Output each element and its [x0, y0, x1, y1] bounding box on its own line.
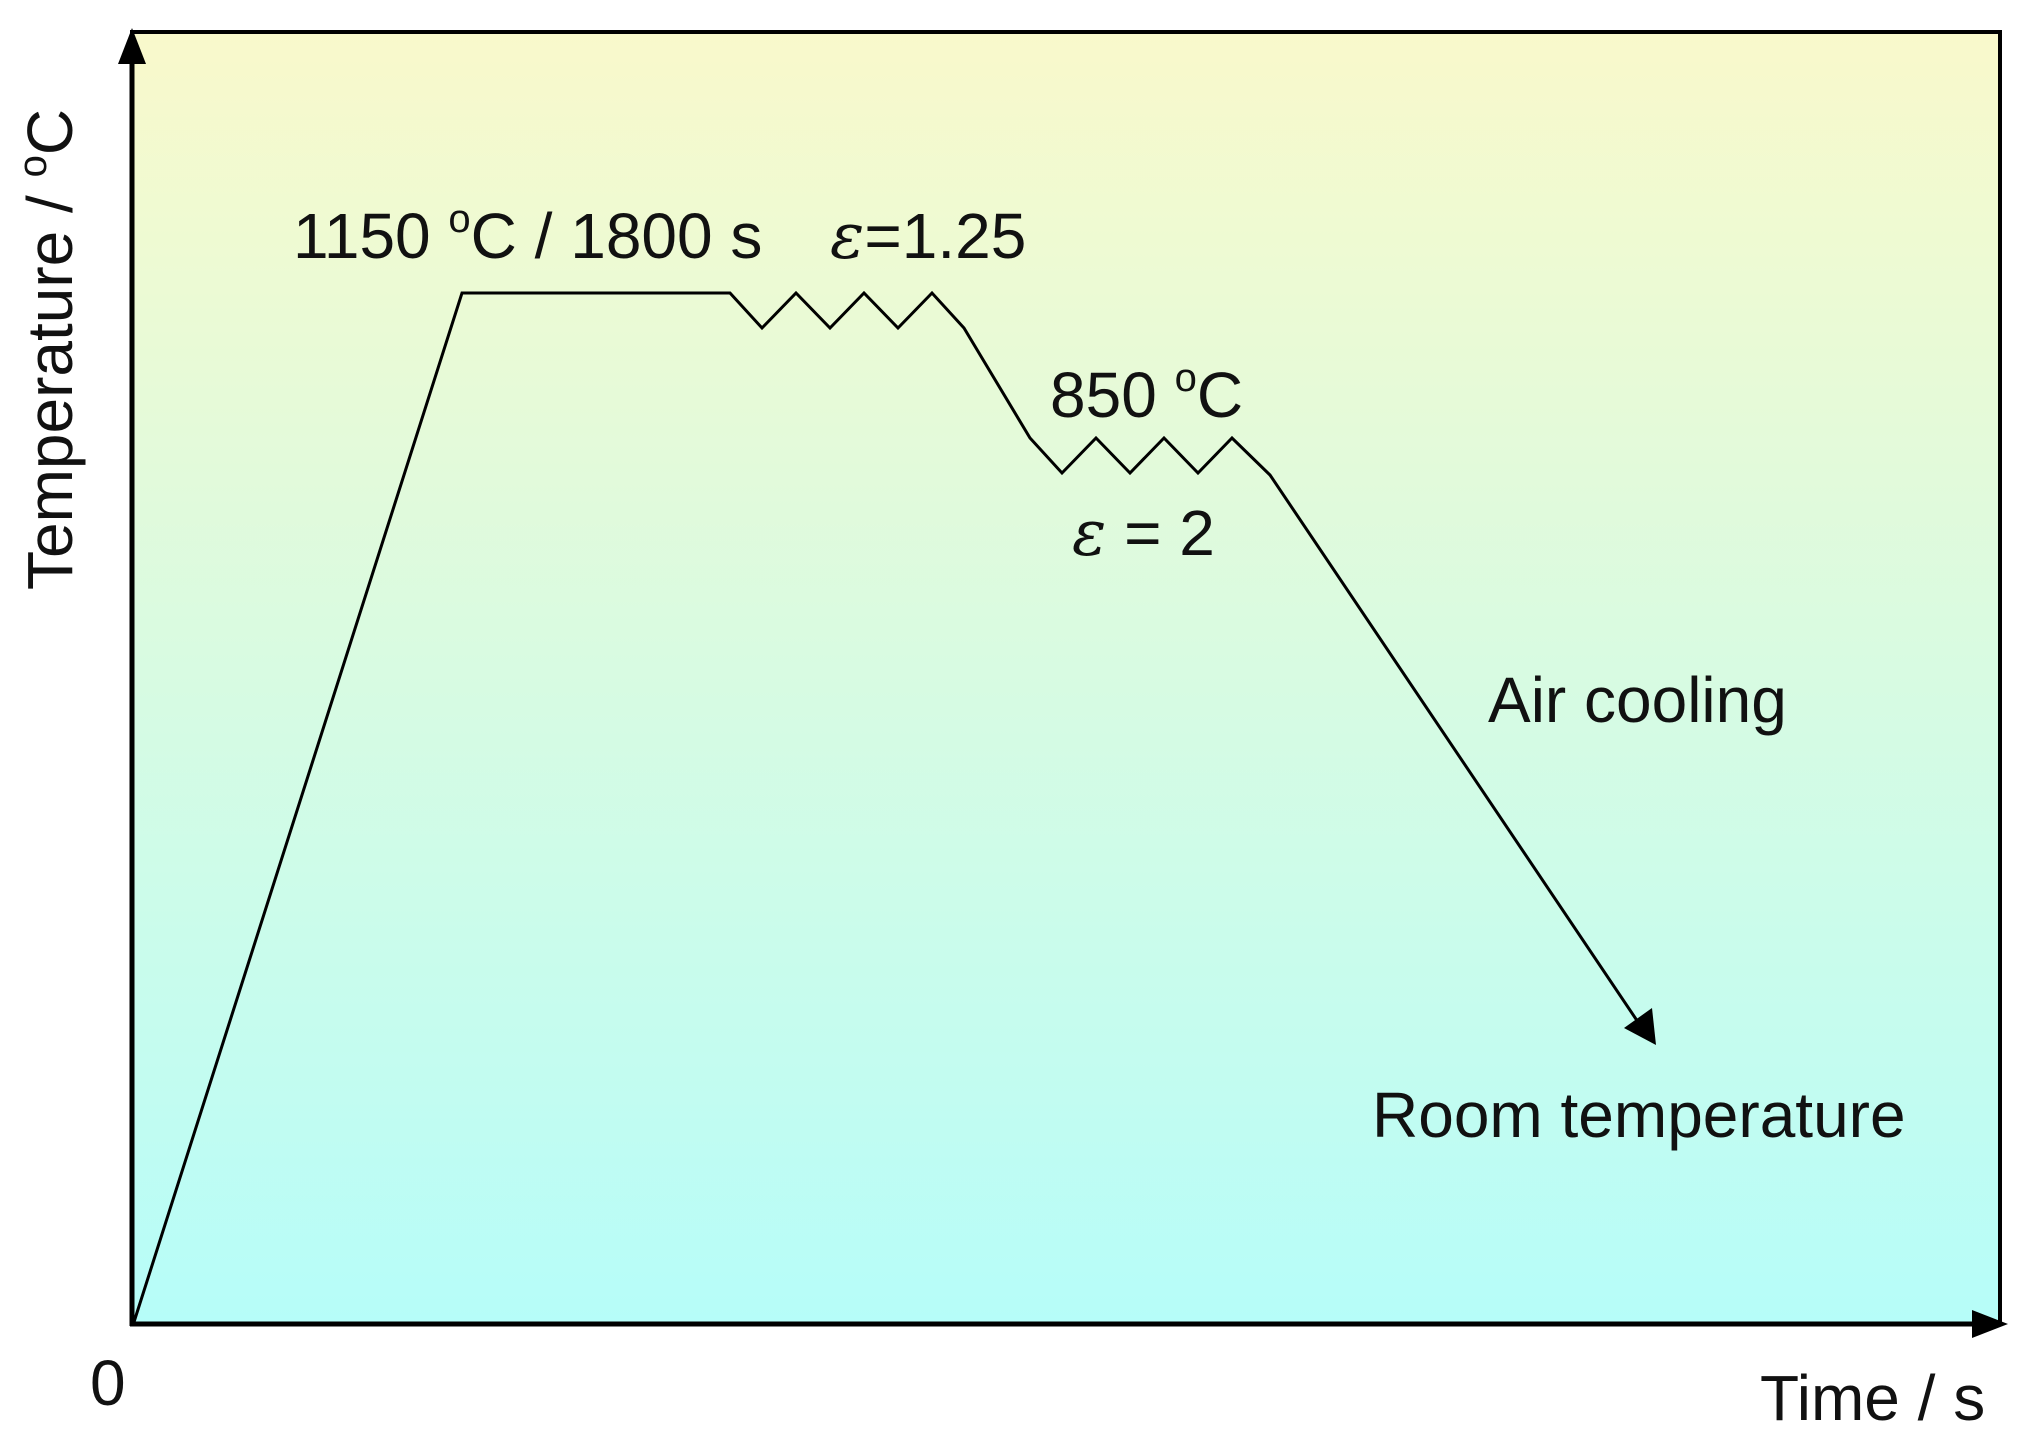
- strain2-value: = 2: [1106, 497, 1215, 569]
- second-temp: 850: [1050, 359, 1175, 431]
- strain1-label: ε=1.25: [830, 200, 1026, 274]
- process-curve: [132, 290, 1644, 1323]
- soak-temp: 1150: [293, 200, 448, 272]
- second-temp-label: 850 oC: [1050, 356, 1243, 431]
- air-cooling-label: Air cooling: [1488, 664, 1787, 736]
- strain2-symbol: ε: [1072, 497, 1106, 571]
- x-axis-label: Time / s: [1760, 1362, 1985, 1434]
- soak-degree-sup: o: [448, 197, 470, 241]
- strain1-value: =1.25: [864, 200, 1026, 272]
- strain2-label: ε = 2: [1072, 497, 1215, 571]
- origin-label: 0: [90, 1347, 126, 1419]
- y-axis-unit: C: [14, 109, 86, 155]
- y-axis-arrowhead: [118, 28, 146, 64]
- second-degree-sup: o: [1175, 356, 1197, 400]
- strain1-symbol: ε: [830, 200, 864, 274]
- soak-rest: C / 1800 s: [471, 200, 763, 272]
- y-axis-label-text: Temperature /: [14, 177, 86, 590]
- x-axis-arrowhead: [1972, 1310, 2008, 1338]
- second-unit: C: [1197, 359, 1243, 431]
- cooling-arrowhead: [1624, 1008, 1656, 1045]
- y-axis-label: Temperature / oC: [11, 109, 86, 590]
- soak-label: 1150 oC / 1800 s: [293, 197, 762, 272]
- room-temperature-label: Room temperature: [1372, 1079, 1906, 1151]
- y-axis-degree-sup: o: [11, 155, 55, 177]
- plot-area: [130, 30, 2002, 1326]
